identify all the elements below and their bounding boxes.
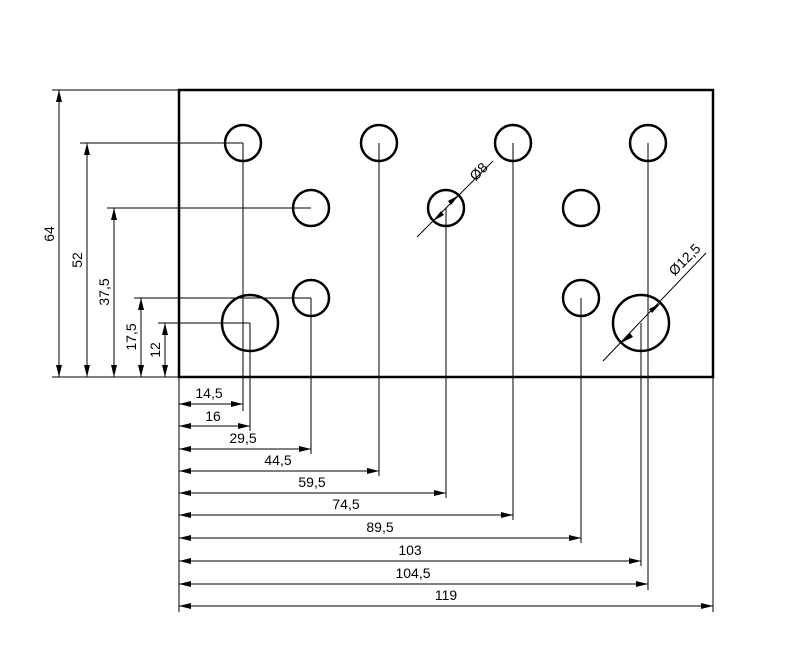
hole-small bbox=[561, 188, 601, 228]
dim-44-5: 44,5 bbox=[264, 452, 291, 468]
dim-12: 12 bbox=[147, 342, 163, 358]
dim-17-5: 17,5 bbox=[123, 323, 139, 350]
dim-37-5: 37,5 bbox=[96, 278, 112, 305]
diameter-dimensions: Ø8 Ø12,5 bbox=[416, 159, 707, 362]
dim-89-5: 89,5 bbox=[366, 519, 393, 535]
dim-74-5: 74,5 bbox=[332, 496, 359, 512]
dim-104-5: 104,5 bbox=[395, 565, 430, 581]
dim-14-5: 14,5 bbox=[195, 385, 222, 401]
horizontal-dimensions: 14,5 16 29,5 44,5 59,5 74,5 89,5 bbox=[178, 143, 714, 612]
dim-119: 119 bbox=[435, 587, 458, 603]
dim-52: 52 bbox=[69, 252, 85, 268]
dim-64: 64 bbox=[41, 226, 57, 242]
dim-diameter-8: Ø8 bbox=[466, 159, 491, 184]
vertical-dimensions: 64 52 37,5 17,5 12 bbox=[41, 89, 311, 378]
dim-29-5: 29,5 bbox=[229, 430, 256, 446]
dim-16: 16 bbox=[205, 408, 221, 424]
dim-diameter-12-5: Ø12,5 bbox=[665, 240, 703, 278]
dim-103: 103 bbox=[398, 542, 422, 558]
dim-59-5: 59,5 bbox=[298, 474, 325, 490]
